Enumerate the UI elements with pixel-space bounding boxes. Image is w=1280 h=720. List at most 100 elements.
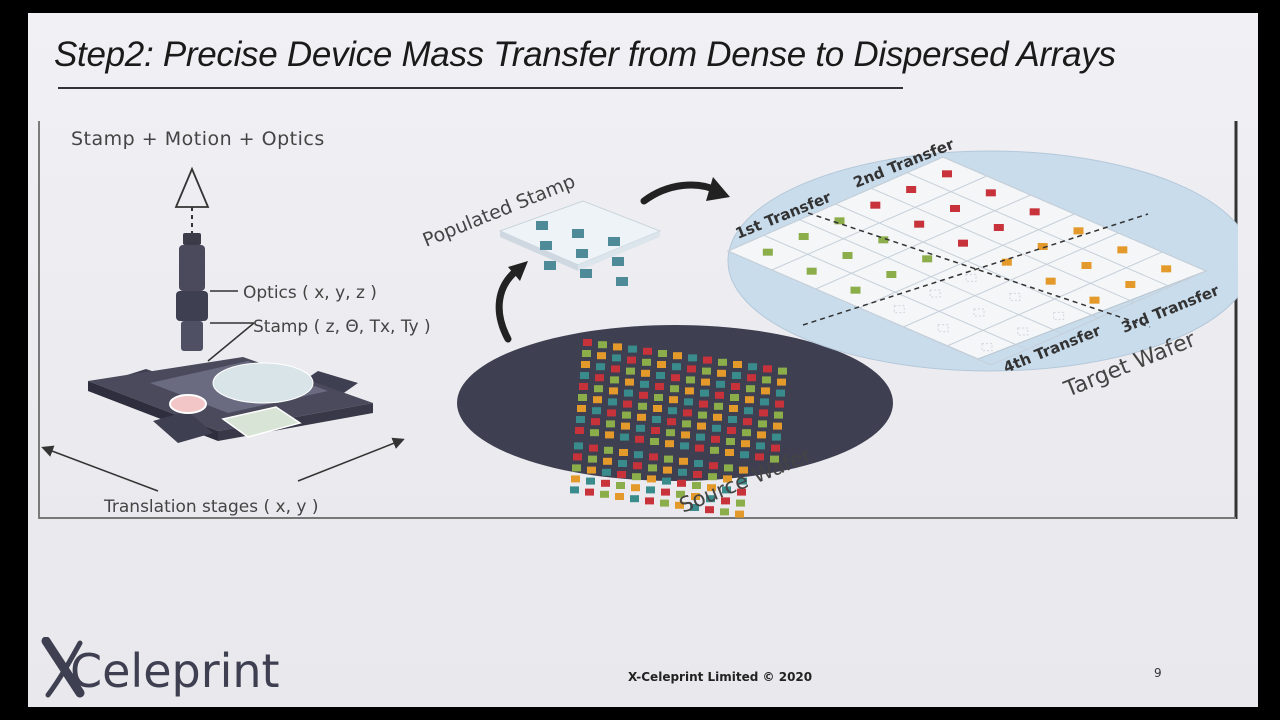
source-chiplet — [637, 413, 646, 421]
source-chiplet — [631, 484, 640, 492]
source-chiplet — [736, 499, 745, 507]
source-chiplet — [772, 433, 781, 441]
source-chiplet — [735, 510, 744, 518]
source-chiplet — [761, 387, 770, 395]
source-chiplet — [582, 350, 591, 357]
target-wafer — [726, 150, 1238, 372]
source-chiplet — [671, 374, 680, 382]
stamp-chiplets — [536, 221, 628, 286]
source-chiplet — [600, 490, 609, 498]
source-chiplet — [664, 455, 673, 463]
source-chiplet — [647, 475, 656, 483]
source-chiplet — [724, 464, 733, 472]
source-chiplet — [723, 475, 732, 483]
target-chiplet — [1089, 296, 1100, 304]
source-chiplet — [596, 363, 605, 371]
source-chiplet — [737, 488, 746, 496]
populated-stamp — [498, 200, 662, 286]
source-chiplet — [621, 422, 630, 430]
source-chiplet — [771, 444, 780, 452]
translation-arrow-right — [297, 437, 405, 482]
source-chiplet — [606, 420, 615, 428]
source-chiplet — [653, 405, 662, 412]
source-chiplet — [684, 398, 693, 406]
source-chiplet — [777, 378, 786, 386]
target-chiplet — [965, 273, 977, 282]
source-chiplet — [666, 429, 675, 437]
source-chiplet — [654, 394, 663, 401]
source-chiplet — [628, 345, 637, 353]
x-celeprint-logo: Celeprint — [41, 637, 280, 698]
source-chiplet — [746, 385, 755, 393]
target-chiplet — [850, 286, 861, 294]
target-chiplet — [1117, 246, 1128, 254]
target-chiplet — [985, 189, 996, 197]
target-chiplet — [981, 343, 993, 352]
source-chiplet — [633, 462, 642, 470]
source-chiplet — [581, 361, 590, 368]
source-chiplet — [726, 438, 735, 445]
source-chiplet — [657, 361, 666, 368]
source-chiplet — [627, 356, 636, 364]
slide-title: Step2: Precise Device Mass Transfer from… — [54, 35, 1116, 74]
source-chiplet — [717, 369, 726, 377]
source-chiplet — [662, 477, 671, 485]
stamp-chiplet — [612, 257, 624, 266]
source-chiplet — [615, 493, 624, 500]
source-chiplet — [590, 429, 599, 437]
target-chiplet — [798, 233, 809, 240]
source-chiplet — [595, 374, 604, 382]
source-chiplet — [757, 431, 766, 439]
source-chiplet — [774, 411, 783, 419]
source-chiplet — [739, 466, 748, 474]
source-chiplet — [740, 451, 749, 459]
source-chiplet — [626, 367, 635, 375]
target-chiplet — [942, 170, 952, 178]
source-chiplet — [714, 402, 723, 410]
source-chiplet — [692, 482, 701, 489]
source-chiplet — [759, 409, 768, 417]
source-chiplet — [738, 477, 747, 485]
optics-label: Optics ( x, y, z ) — [243, 283, 377, 303]
source-chiplet — [663, 466, 672, 474]
source-chiplet — [665, 440, 674, 448]
source-chiplet — [604, 446, 613, 454]
target-chiplet — [929, 289, 941, 298]
source-chiplet — [678, 468, 687, 476]
source-chiplet — [609, 387, 618, 395]
source-chiplet — [691, 493, 700, 500]
source-chiplet — [640, 380, 649, 388]
source-chiplet — [762, 376, 771, 384]
source-chiplet — [636, 424, 645, 432]
source-chiplet — [676, 490, 685, 498]
source-chiplet — [617, 471, 626, 478]
source-chiplet — [610, 376, 619, 384]
source-chiplet — [652, 416, 661, 423]
source-chiplet — [776, 389, 785, 397]
optics-column — [174, 166, 255, 362]
translation-stage — [88, 357, 373, 443]
source-chiplet — [660, 499, 669, 507]
source-chiplet — [705, 506, 714, 514]
source-chiplet — [578, 394, 587, 401]
source-chiplet — [758, 420, 767, 428]
source-chiplet — [632, 473, 641, 481]
source-wafer-chiplets — [570, 339, 787, 518]
source-chiplet — [681, 431, 690, 439]
source-chiplet — [744, 407, 753, 415]
source-chiplet — [579, 383, 588, 390]
source-chiplet — [591, 418, 600, 426]
source-chiplet — [733, 361, 742, 368]
source-chiplet — [668, 407, 677, 415]
source-chiplet — [756, 442, 765, 450]
stamp-chiplet — [576, 249, 588, 258]
source-chiplet — [669, 396, 678, 404]
source-chiplet — [716, 380, 725, 388]
mass-transfer-diagram: Stamp + Motion + Optics Optics ( x, y, z… — [38, 121, 1238, 519]
source-chiplet — [673, 352, 682, 360]
source-chiplet — [570, 486, 579, 494]
source-chiplet — [630, 495, 639, 503]
source-chiplet — [696, 433, 705, 441]
source-chiplet — [713, 413, 722, 421]
source-chiplet — [725, 449, 734, 456]
